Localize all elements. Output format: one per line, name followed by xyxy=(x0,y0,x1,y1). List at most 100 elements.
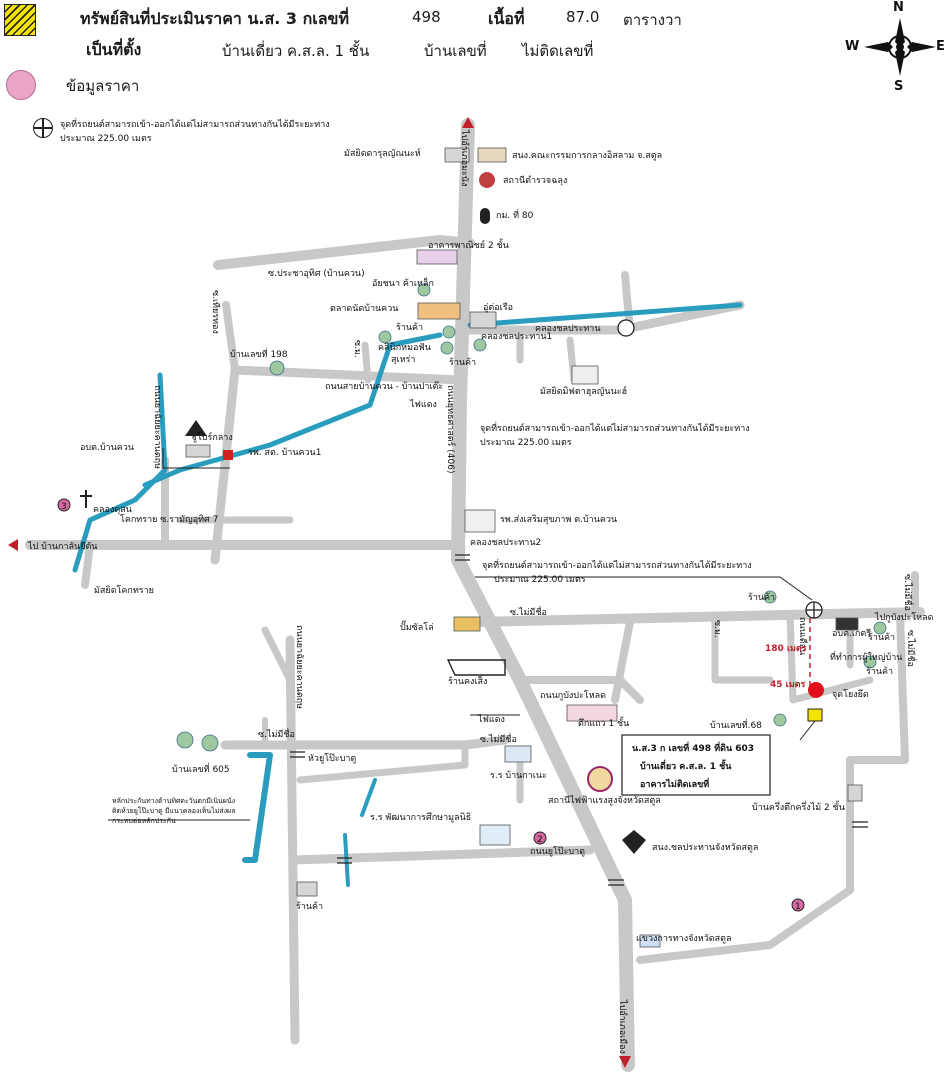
khuan-road-label: ถนนยุทธศาสตร์ (406) xyxy=(445,385,457,473)
hospital-icon xyxy=(223,450,233,460)
tambon-kechri-label: อบต.เกตรี xyxy=(832,628,871,639)
office-islam-label: สนง.คณะกรรมการกลางอิสลาม จ.สตูล xyxy=(512,150,662,161)
crossing-note-line1: จุดที่รถยนต์สามารถเข้า-ออกได้แต่ไม่สามาร… xyxy=(60,120,330,130)
house605-label: บ้านเลขที่ 605 xyxy=(172,762,230,775)
commercial-label: อาคารพาณิชย์ 2 ชั้น xyxy=(428,238,509,251)
klong-chonprathan2-label: คลองชลประทาน2 xyxy=(470,538,541,548)
school-phat-label: ร.ร พัฒนาการศึกษามูลนิธิ xyxy=(370,812,471,823)
km80-label: กม. ที่ 80 xyxy=(496,208,534,221)
house198-label: บ้านเลขที่ 198 xyxy=(230,347,288,360)
thanon-sai-road xyxy=(210,365,465,565)
marker2-label: 2 xyxy=(537,835,543,845)
klong-chonprathan1-canal xyxy=(142,332,443,488)
klong-dusan-canal xyxy=(72,372,168,573)
clinic-label: คลินิกหมอฟัน xyxy=(378,342,431,353)
tambon-admin-label: อบต.บ้านควน xyxy=(80,442,134,453)
up-road-label: ไปอำเภอมะนัง xyxy=(459,129,470,186)
map-labels: มัสยิดดารุลญัณนะห์สนง.คณะกรรมการกลางอิสล… xyxy=(27,129,934,1054)
mosque-khok-icon xyxy=(80,490,92,508)
crossing-legend-icon xyxy=(33,118,53,138)
title-label: ทรัพย์สินที่ประเมินราคา น.ส. 3 กเลขที่ xyxy=(80,9,350,28)
soi-nonamne-label: ซ.ไม่มีชื่อ xyxy=(510,605,547,618)
north-arrow-icon xyxy=(462,117,474,128)
traffic-light2-label: ไฟแดง xyxy=(477,714,505,725)
klong-chonprathan-label: คลองชลประทาน xyxy=(535,324,600,334)
market-label: ตลาดนัดบ้านควน xyxy=(330,303,398,314)
dist45-label: 45 เมตร xyxy=(770,680,806,690)
crossing-markers xyxy=(290,319,868,886)
compass-east-label: E xyxy=(936,39,945,54)
thanon-sai-label: ถนนสายบ้านควน - บ้านปาเต๊ะ xyxy=(325,381,443,392)
soi-nonamne3-label: ซ.ไม่มีชื่อ xyxy=(480,732,517,745)
compass-west-label: W xyxy=(845,39,860,54)
soi-mo-label: ซ.ม. xyxy=(352,340,362,358)
steel-shop-label: อัยชนา ค้าเหล็ก xyxy=(372,276,434,289)
south-arrow-icon xyxy=(619,1056,631,1068)
soi-prachauthit-road xyxy=(213,235,475,270)
mosque-miftah-label: มัสยิดมิฟตาฮุลญันนะฮ์ xyxy=(540,385,627,397)
marker1-label: 1 xyxy=(795,902,801,912)
klong-chonprathan1-label: คลองชลประทาน1 xyxy=(481,332,552,342)
boatyard-label: อู่ต่อเรือ xyxy=(483,302,513,313)
to-ban-kalan-label: ไป บ้านกาลันยีตัน xyxy=(27,541,97,552)
dist180-label: 180 เมตร xyxy=(765,644,807,654)
shop1-label: ร้านค้า xyxy=(396,322,423,333)
shop3-label: ร้านค้า xyxy=(748,592,775,603)
price-marker-2 xyxy=(533,831,547,845)
area-unit: ตารางวา xyxy=(623,11,682,29)
shop-bottom-label: ร้านค้า xyxy=(296,901,323,912)
soi-thiaw-label: ซ.เทียรทอง xyxy=(210,290,221,334)
price-marker-3 xyxy=(57,498,71,512)
mosque-khok-label: มัสยิดโคกทราย xyxy=(94,585,154,596)
half-house-label: บ้านครึ่งตึกครึ่งไม้ 2 ชั้น xyxy=(752,800,845,813)
subject-property-legend-icon xyxy=(4,4,36,36)
soi-nonamne-road xyxy=(470,607,925,627)
soi-nonamne5-label: ซ.ไม่มีชื่อ xyxy=(905,630,918,667)
compass-north-label: N xyxy=(893,0,904,15)
klong-dusan-v-label: ถนนยาฉัยยะคานตฤษ xyxy=(152,385,162,469)
soi-prachauthit-label: ซ.ประชาอุทิศ (บ้านควน) xyxy=(268,268,365,279)
crossing-note-line2: ประมาณ 225.00 เมตร xyxy=(60,134,152,144)
compass-rose-icon xyxy=(864,18,936,76)
callout-line2: บ้านเดี่ยว ค.ส.ล. 1 ชั้น xyxy=(640,762,732,772)
thanon-road-sq-label: ถนนเดือน xyxy=(797,617,808,655)
irrigation-emblem-icon xyxy=(622,830,646,854)
km80-stone-icon xyxy=(480,208,490,224)
crossing-note2-l2: ประมาณ 225.00 เมตร xyxy=(480,438,572,448)
hua-yutoh-canal xyxy=(242,752,273,863)
house-no-label: บ้านเลขที่ xyxy=(424,42,487,60)
junction-label: จุดโยงยึด xyxy=(832,689,869,700)
kho-bao-icon xyxy=(185,420,207,436)
subject-property-marker xyxy=(807,708,823,722)
area-value: 87.0 xyxy=(566,8,600,26)
crossing-note2-l1: จุดที่รถยนต์สามารถเข้า-ออกได้แต่ไม่สามาร… xyxy=(480,421,750,434)
canal-network xyxy=(72,302,743,887)
title-number: 498 xyxy=(412,8,441,26)
callout-leader-crossing xyxy=(475,576,813,601)
compass-south-label: S xyxy=(894,79,904,94)
shop4-label: ร้านค้า xyxy=(868,632,895,643)
soi-nonamne4-label: ซ.ไม่มีชื่อ xyxy=(902,574,915,611)
traffic-light-label: ไฟแดง xyxy=(409,399,437,410)
rr-kanmane-label: ร.ร บ้านกาเนะ xyxy=(490,770,547,781)
hospital-big-label: รพ.ส่งเสริมสุขภาพ ต.บ้านควน xyxy=(500,514,617,525)
rancongseng-label: ร้านคงเส็ง xyxy=(448,674,487,687)
subject-callout-box xyxy=(621,734,771,796)
canal-note-line3: กระทบต่อหลักประกัน xyxy=(112,817,176,825)
road-network xyxy=(25,118,925,1072)
location-label: เป็นที่ตั้ง xyxy=(86,40,142,59)
junction-marker xyxy=(808,682,824,698)
price-data-label: ข้อมูลราคา xyxy=(66,77,140,95)
price-marker-1 xyxy=(791,898,805,912)
crossing-note3-l2: ประมาณ 225.00 เมตร xyxy=(494,575,586,585)
to-phuyai-label: ไปกูบังปะโหลด xyxy=(874,612,934,623)
callout-line3: อาคารไม่ติดเลขที่ xyxy=(640,780,710,790)
power-station-icon xyxy=(587,766,613,792)
hua-yutoh-label: หัวยูโป๊ะบาตู xyxy=(308,753,356,764)
main-road xyxy=(451,118,635,1072)
canal-note-line2: ติดห้วยยูโป๊ะบาตู มีแนวคลองเห็นไม่ส่งผล xyxy=(112,807,236,815)
thanon-kubang-road xyxy=(516,676,644,704)
thanon-kubang-label: ถนนกูบังปะโหลด xyxy=(540,690,606,701)
price-data-legend-icon xyxy=(6,70,36,100)
